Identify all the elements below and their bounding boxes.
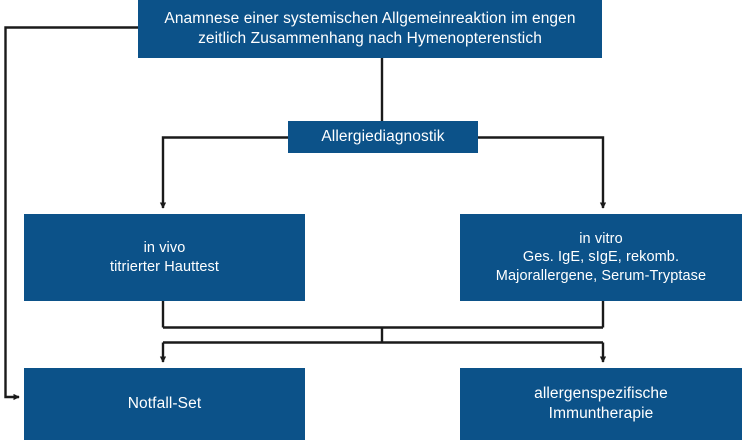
edge-allergiediagnostik-to-invitro [478, 136, 607, 209]
node-immuntherapie-line-1: allergenspezifische [534, 385, 668, 403]
node-anamnese-line-2: zeitlich Zusammenhang nach Hymenopterens… [198, 30, 542, 47]
node-allergiediagnostik[interactable]: Allergiediagnostik [288, 121, 478, 153]
node-allergiediagnostik-line-1: Allergiediagnostik [321, 128, 445, 146]
node-notfall-set[interactable]: Notfall-Set [24, 368, 305, 440]
edge-anamnese-to-notfallset [4, 26, 138, 401]
edge-allergiediagnostik-to-invivo [159, 136, 288, 209]
node-anamnese-line-1: Anamnese einer systemischen Allgemeinrea… [164, 10, 576, 28]
node-in-vitro-line-3: Majorallergene, Serum-Tryptase [495, 267, 707, 284]
node-anamnese[interactable]: Anamnese einer systemischen Allgemeinrea… [138, 0, 602, 58]
node-allergenspezifische-immuntherapie[interactable]: allergenspezifische Immuntherapie [460, 368, 742, 440]
node-in-vitro[interactable]: in vitro Ges. IgE, sIgE, rekomb. Majoral… [460, 214, 742, 301]
node-notfall-set-line-1: Notfall-Set [127, 395, 202, 413]
node-in-vitro-line-1: in vitro [579, 230, 623, 247]
node-in-vitro-line-2: Ges. IgE, sIgE, rekomb. [522, 249, 680, 266]
node-in-vivo[interactable]: in vivo titrierter Hauttest [24, 214, 305, 301]
node-in-vivo-line-2: titrierter Hauttest [109, 258, 220, 275]
node-in-vivo-line-1: in vivo [143, 239, 186, 256]
node-immuntherapie-line-2: Immuntherapie [548, 405, 654, 422]
